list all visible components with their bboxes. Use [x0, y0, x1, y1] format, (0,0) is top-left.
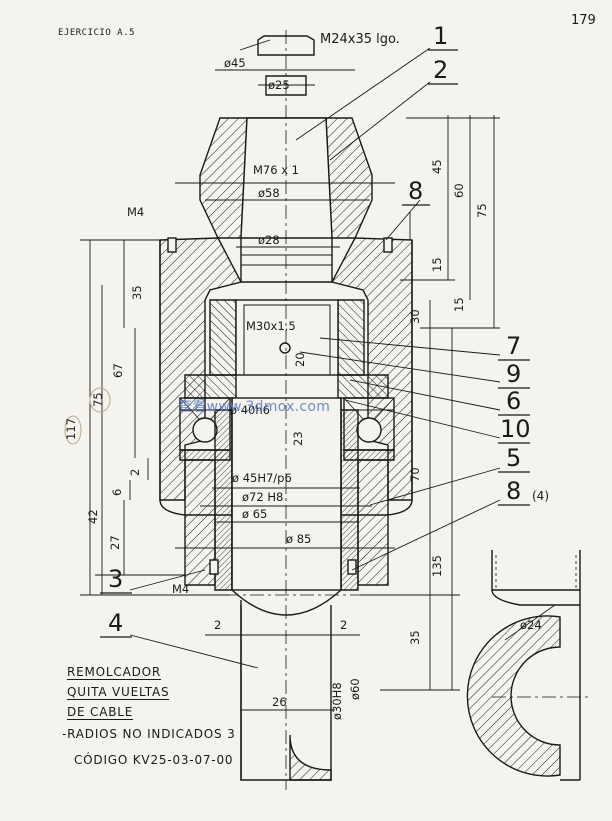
dim-d65: ø 65	[242, 507, 268, 521]
dim-d40: ø 40h6	[230, 403, 270, 417]
dim-135: 135	[430, 555, 444, 577]
dim-60: 60	[452, 183, 466, 198]
part-ref-7: 7	[506, 332, 522, 360]
part-qty: (4)	[532, 489, 549, 503]
dim-m4-top: M4	[127, 205, 145, 219]
dim-27: 27	[108, 535, 122, 550]
dim-d58: ø58	[258, 186, 280, 200]
dim-d45h7: ø 45H7/p6	[232, 471, 292, 485]
dim-d45: ø45	[224, 56, 246, 70]
dim-6: 6	[110, 488, 124, 496]
part-ref-3: 3	[108, 565, 124, 593]
part-ref-5: 5	[506, 444, 522, 472]
part-ref-4: 4	[108, 609, 124, 637]
exercise-label: EJERCICIO A.5	[58, 28, 135, 38]
dim-75-right: 75	[475, 203, 489, 218]
part-code: CÓDIGO KV25-03-07-00	[74, 753, 234, 767]
part-ref-1: 1	[433, 22, 449, 50]
dim-20: 20	[293, 352, 307, 367]
dim-15-a: 15	[430, 257, 444, 272]
part-ref-9: 9	[506, 360, 522, 388]
dim-70: 70	[408, 467, 422, 482]
dim-117: 117	[64, 418, 78, 440]
dim-42: 42	[86, 509, 100, 524]
dim-d24: ø24	[520, 618, 542, 632]
dim-67: 67	[111, 363, 125, 378]
dim-d25: ø25	[268, 78, 290, 92]
housing-right-wall	[330, 237, 413, 501]
page-number: 179	[571, 13, 596, 28]
dim-m24: M24x35 lgo.	[320, 32, 400, 47]
dim-26: 26	[272, 695, 287, 709]
part-ref-10: 10	[500, 415, 531, 443]
dim-30: 30	[408, 309, 422, 324]
dim-2-left: 2	[214, 618, 222, 632]
dim-2-right: 2	[340, 618, 348, 632]
dim-45: 45	[430, 159, 444, 174]
detail-view	[466, 550, 581, 781]
watermark-text: 查看www.3dmox.com	[178, 399, 331, 415]
stud-thread-end	[257, 35, 315, 56]
dim-d72: ø72 H8	[242, 490, 284, 504]
part-ref-8-top: 8	[408, 177, 424, 205]
title-line-1: REMOLCADOR	[67, 665, 162, 680]
dim-d28: ø28	[258, 233, 280, 247]
dim-35-top: 35	[130, 285, 144, 300]
part-ref-2: 2	[433, 56, 449, 84]
dim-m30: M30x1,5	[246, 319, 296, 333]
part-ref-6: 6	[506, 387, 522, 415]
dim-75-left: 75	[91, 392, 105, 407]
title-line-2: QUITA VUELTAS	[67, 685, 170, 700]
dim-15-b: 15	[452, 297, 466, 312]
part-ref-8-bottom: 8	[506, 477, 522, 505]
dim-35-bottom: 35	[408, 630, 422, 645]
dim-d85: ø 85	[286, 532, 312, 546]
dim-23: 23	[291, 431, 305, 446]
title-line-3: DE CABLE	[67, 705, 134, 720]
dim-m76: M76 x 1	[253, 163, 299, 177]
dim-d60: ø60	[348, 678, 362, 700]
dim-m4-bottom: M4	[172, 582, 190, 596]
radius-note: -RADIOS NO INDICADOS 3	[62, 727, 236, 741]
dim-d30h8: ø30H8	[330, 682, 344, 720]
dim-2-small: 2	[128, 468, 142, 476]
